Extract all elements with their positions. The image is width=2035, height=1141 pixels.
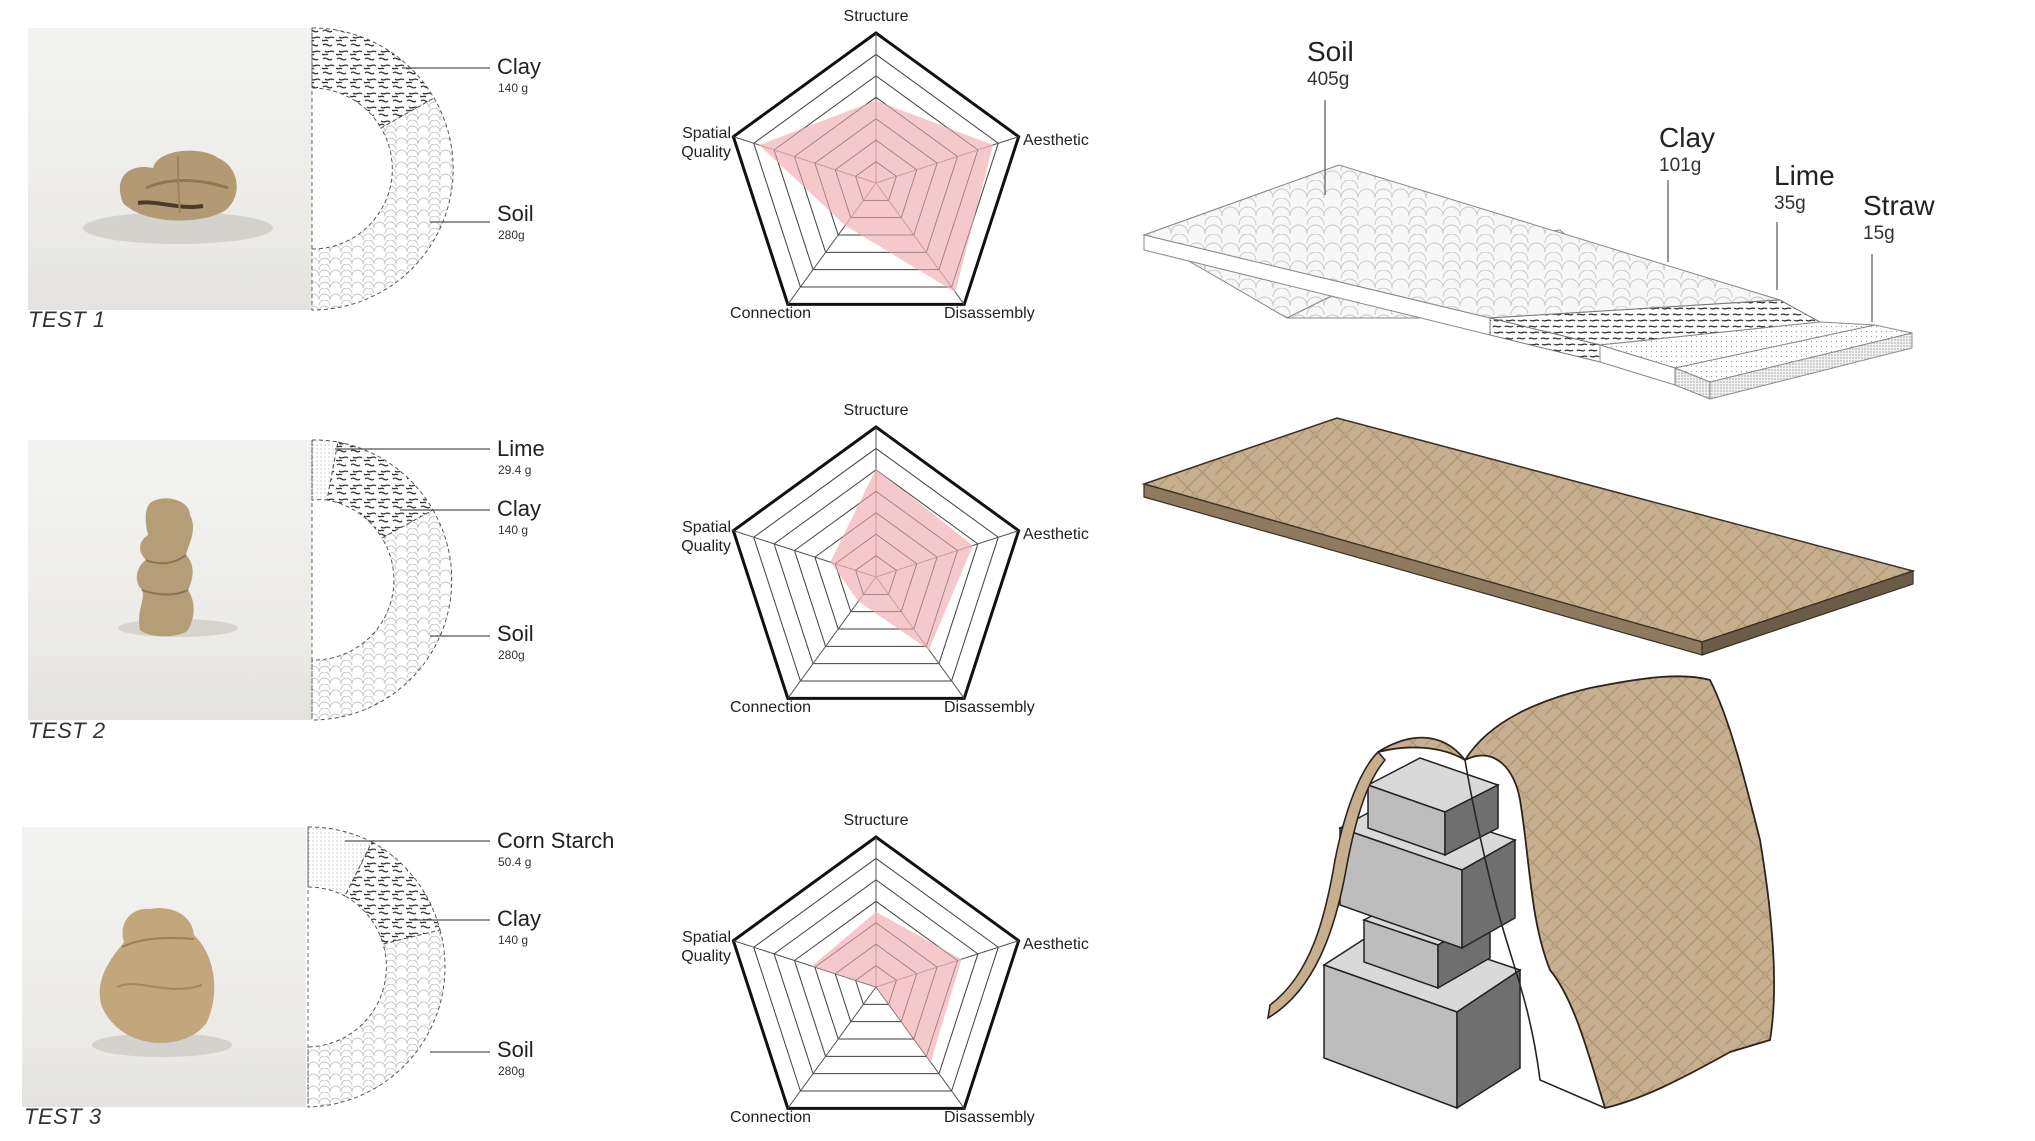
test-3-corn-starch-weight: 50.4 g <box>498 855 532 869</box>
radar-label-aesthetic: Aesthetic <box>1023 526 1089 543</box>
test-3-corn-starch-name: Corn Starch <box>497 828 615 853</box>
radar-grid-overlay <box>834 139 918 218</box>
test-1-clay-weight: 140 g <box>498 81 529 95</box>
radar-label-spatial-line1: Spatial <box>682 929 731 946</box>
radar-grid-overlay <box>753 858 999 1092</box>
ring-2 <box>311 439 490 721</box>
radar-grid-overlay <box>794 900 958 1057</box>
radar-grid-ring <box>731 425 1021 700</box>
clay-sample-2-image <box>118 498 238 637</box>
test-2-label: TEST 2 <box>28 718 106 743</box>
radar-value-area <box>811 912 962 1063</box>
ring-3 <box>307 826 490 1108</box>
test-2-clay-name: Clay <box>497 496 542 521</box>
radar-grid-overlay <box>834 943 918 1022</box>
isometric-drawings <box>1141 100 1916 1110</box>
radar-grid-overlay <box>753 448 999 682</box>
test-1-label: TEST 1 <box>28 307 106 332</box>
radar-grid-overlay <box>794 96 958 253</box>
radar-label-structure: Structure <box>844 8 909 25</box>
test-3-photo <box>22 827 306 1107</box>
radar-grid-overlay <box>855 161 897 201</box>
test-3-soil-name: Soil <box>497 1037 534 1062</box>
radar-grid-overlay <box>855 965 897 1005</box>
radar-grid-overlay <box>773 879 979 1074</box>
radar-grid-overlay <box>753 54 999 288</box>
test-2-lime-weight: 29.4 g <box>498 463 532 477</box>
radar-label-spatial-line2: Quality <box>681 948 731 965</box>
radar-label-structure: Structure <box>844 812 909 829</box>
slab-straw-weight: 15g <box>1863 223 1895 244</box>
slab-straw-name: Straw <box>1863 190 1935 221</box>
test-3-clay-name: Clay <box>497 906 542 931</box>
radar-spoke <box>787 986 877 1109</box>
radar-spoke <box>875 986 965 1109</box>
tan-panel <box>1141 417 1916 656</box>
test-2-photo <box>28 440 312 720</box>
test-3-clay-weight: 140 g <box>498 933 529 947</box>
draped-block-stack <box>1266 675 1776 1110</box>
radar-grid-overlay <box>834 533 918 612</box>
layered-slab <box>1142 100 1913 400</box>
slab-lime-name: Lime <box>1774 160 1835 191</box>
radar-label-aesthetic: Aesthetic <box>1023 132 1089 149</box>
mix-ring-diagrams <box>307 27 490 1108</box>
radar-spoke <box>733 940 877 988</box>
radar-label-connection: Connection <box>730 305 811 322</box>
radar-grid-overlay <box>794 490 958 647</box>
radar-grid-overlay <box>773 75 979 270</box>
radar-charts: StructureAestheticDisassemblyConnectionS… <box>681 8 1089 1126</box>
radar-value-area <box>830 469 974 650</box>
test-2-lime-name: Lime <box>497 436 545 461</box>
radar-label-aesthetic: Aesthetic <box>1023 936 1089 953</box>
test-3-label: TEST 3 <box>24 1104 102 1129</box>
radar-grid-overlay <box>814 512 938 630</box>
slab-soil-name: Soil <box>1307 36 1354 67</box>
ring-1 <box>311 27 490 311</box>
radar-label-connection: Connection <box>730 1109 811 1126</box>
test-1-soil-weight: 280g <box>498 228 525 242</box>
test-3-soil-weight: 280g <box>498 1064 525 1078</box>
radar-label-spatial-line2: Quality <box>681 538 731 555</box>
test-1-photo <box>28 28 312 310</box>
slab-clay-weight: 101g <box>1659 155 1702 176</box>
slab-soil-weight: 405g <box>1307 69 1350 90</box>
radar-grid-overlay <box>773 469 979 664</box>
radar-label-disassembly: Disassembly <box>944 305 1035 322</box>
test-2-soil-name: Soil <box>497 621 534 646</box>
radar-label-disassembly: Disassembly <box>944 699 1035 716</box>
radar-grid-overlay <box>814 922 938 1040</box>
test-2-clay-weight: 140 g <box>498 523 529 537</box>
radar-value-area <box>759 100 993 293</box>
radar-grid-overlay <box>855 555 897 595</box>
radar-label-spatial-line1: Spatial <box>682 519 731 536</box>
slab-clay-name: Clay <box>1659 122 1716 153</box>
slab-lime-weight: 35g <box>1774 193 1806 214</box>
radar-label-spatial-line2: Quality <box>681 144 731 161</box>
radar-grid-overlay <box>814 118 938 236</box>
radar-label-structure: Structure <box>844 402 909 419</box>
test-1-soil-name: Soil <box>497 201 534 226</box>
clay-sample-3-image <box>92 908 232 1057</box>
radar-label-connection: Connection <box>730 699 811 716</box>
radar-label-disassembly: Disassembly <box>944 1109 1035 1126</box>
test-2-soil-weight: 280g <box>498 648 525 662</box>
radar-grid-ring <box>731 835 1021 1110</box>
test-1-clay-name: Clay <box>497 54 542 79</box>
radar-label-spatial-line1: Spatial <box>682 125 731 142</box>
clay-sample-1-image <box>83 150 273 244</box>
radar-grid-ring <box>731 31 1021 306</box>
